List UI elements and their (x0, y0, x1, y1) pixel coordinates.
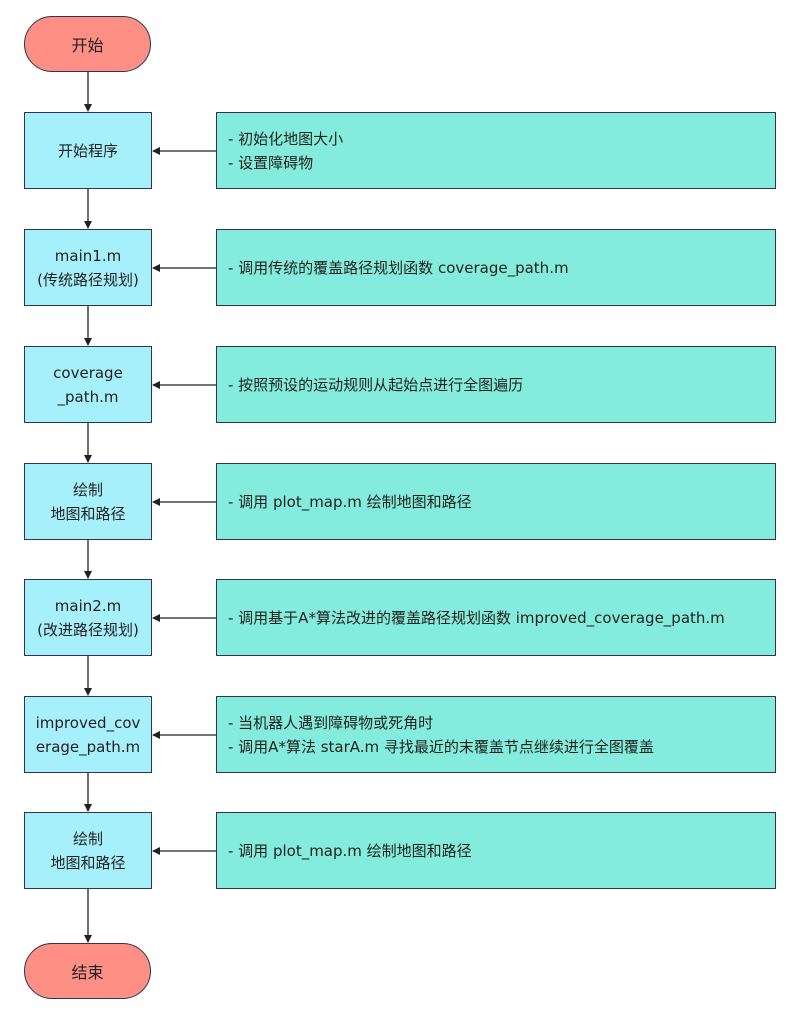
process-node-text: main2.m (54, 596, 122, 615)
process-node-text: erage_path.m (35, 737, 141, 756)
process-node: 绘制地图和路径 (24, 812, 152, 889)
process-node-text: (改进路径规划) (37, 620, 139, 639)
process-node-text: 绘制 (72, 829, 103, 848)
note-line: - 设置障碍物 (228, 153, 314, 172)
note-line: - 按照预设的运动规则从起始点进行全图遍历 (228, 375, 524, 394)
process-node-text: main1.m (54, 246, 122, 265)
start-terminal: 开始 (24, 16, 151, 72)
process-node-text: 开始程序 (57, 141, 118, 160)
note-box: - 调用传统的覆盖路径规划函数 coverage_path.m (216, 229, 776, 306)
process-node: 绘制地图和路径 (24, 463, 152, 540)
note-box: - 调用 plot_map.m 绘制地图和路径 (216, 463, 776, 540)
note-box: - 当机器人遇到障碍物或死角时 - 调用A*算法 starA.m 寻找最近的末覆盖… (216, 696, 776, 773)
note-line: - 当机器人遇到障碍物或死角时 (228, 713, 434, 732)
process-node: main1.m (传统路径规划) (24, 229, 152, 306)
note-line: - 调用A*算法 starA.m 寻找最近的末覆盖节点继续进行全图覆盖 (228, 737, 654, 756)
note-box: - 按照预设的运动规则从起始点进行全图遍历 (216, 346, 776, 423)
process-node: improved_cov erage_path.m (24, 696, 152, 773)
note-line: - 初始化地图大小 (228, 129, 344, 148)
process-node-text: improved_cov (35, 713, 141, 732)
note-line: - 调用 plot_map.m 绘制地图和路径 (228, 841, 472, 860)
process-node: coverage _path.m (24, 346, 152, 423)
note-line: - 调用基于A*算法改进的覆盖路径规划函数 improved_coverage_… (228, 608, 725, 627)
process-node-text: (传统路径规划) (37, 270, 139, 289)
process-node-text: coverage (53, 363, 123, 382)
process-node: 开始程序 (24, 112, 152, 189)
start-label: 开始 (71, 36, 104, 55)
process-node: main2.m (改进路径规划) (24, 579, 152, 656)
process-node-text: 绘制 (72, 480, 103, 499)
process-node-text: 地图和路径 (50, 504, 126, 523)
process-node-text: 地图和路径 (50, 853, 126, 872)
note-box: - 初始化地图大小 - 设置障碍物 (216, 112, 776, 189)
end-terminal: 结束 (24, 943, 151, 999)
end-label: 结束 (71, 963, 104, 982)
process-node-text: _path.m (57, 387, 119, 406)
note-box: - 调用基于A*算法改进的覆盖路径规划函数 improved_coverage_… (216, 579, 776, 656)
note-line: - 调用传统的覆盖路径规划函数 coverage_path.m (228, 258, 569, 277)
note-line: - 调用 plot_map.m 绘制地图和路径 (228, 492, 472, 511)
note-box: - 调用 plot_map.m 绘制地图和路径 (216, 812, 776, 889)
